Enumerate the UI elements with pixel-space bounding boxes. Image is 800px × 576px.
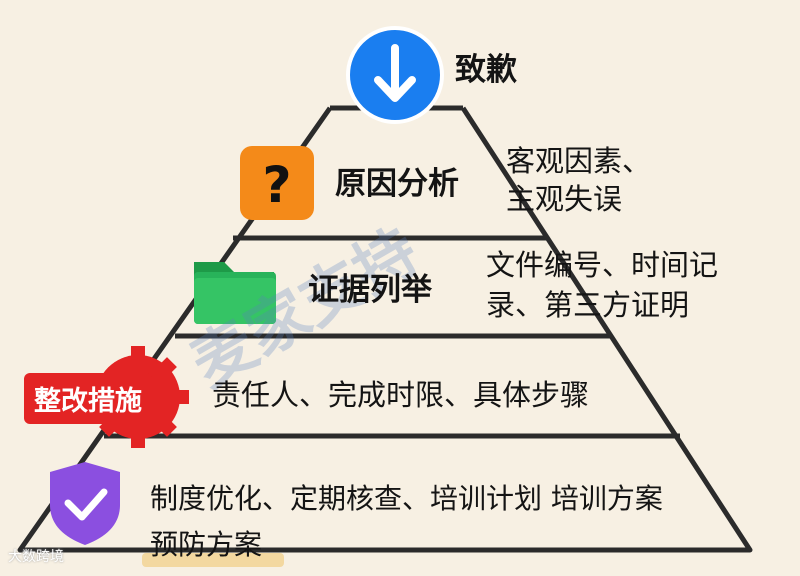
question-icon: ? [240, 146, 314, 220]
highlight-bar [142, 553, 284, 567]
level-3-title: 证据列举 [308, 272, 432, 308]
level-4-title: 整改措施 [24, 373, 152, 424]
level-3-desc-line-2: 录、第三方证明 [486, 288, 690, 322]
level-2-desc-line-1: 客观因素、 [506, 144, 652, 178]
shield-check-icon [50, 462, 120, 545]
corner-watermark: 大数跨境 [8, 549, 64, 565]
level-1-title: 致歉 [455, 52, 517, 88]
svg-text:?: ? [262, 156, 291, 214]
level-5-desc-line-2: 预防方案 [150, 528, 263, 561]
pyramid-outline [17, 106, 753, 553]
down-arrow-icon [346, 26, 444, 124]
level-5-desc-line-1: 制度优化、定期核查、培训计划 培训方案 [150, 482, 663, 515]
folder-icon [194, 262, 276, 324]
level-2-desc-line-2: 主观失误 [506, 182, 623, 216]
level-2-title: 原因分析 [335, 166, 459, 202]
level-4-desc: 责任人、完成时限、具体步骤 [212, 378, 590, 412]
level-3-desc-line-1: 文件编号、时间记 [486, 248, 719, 282]
